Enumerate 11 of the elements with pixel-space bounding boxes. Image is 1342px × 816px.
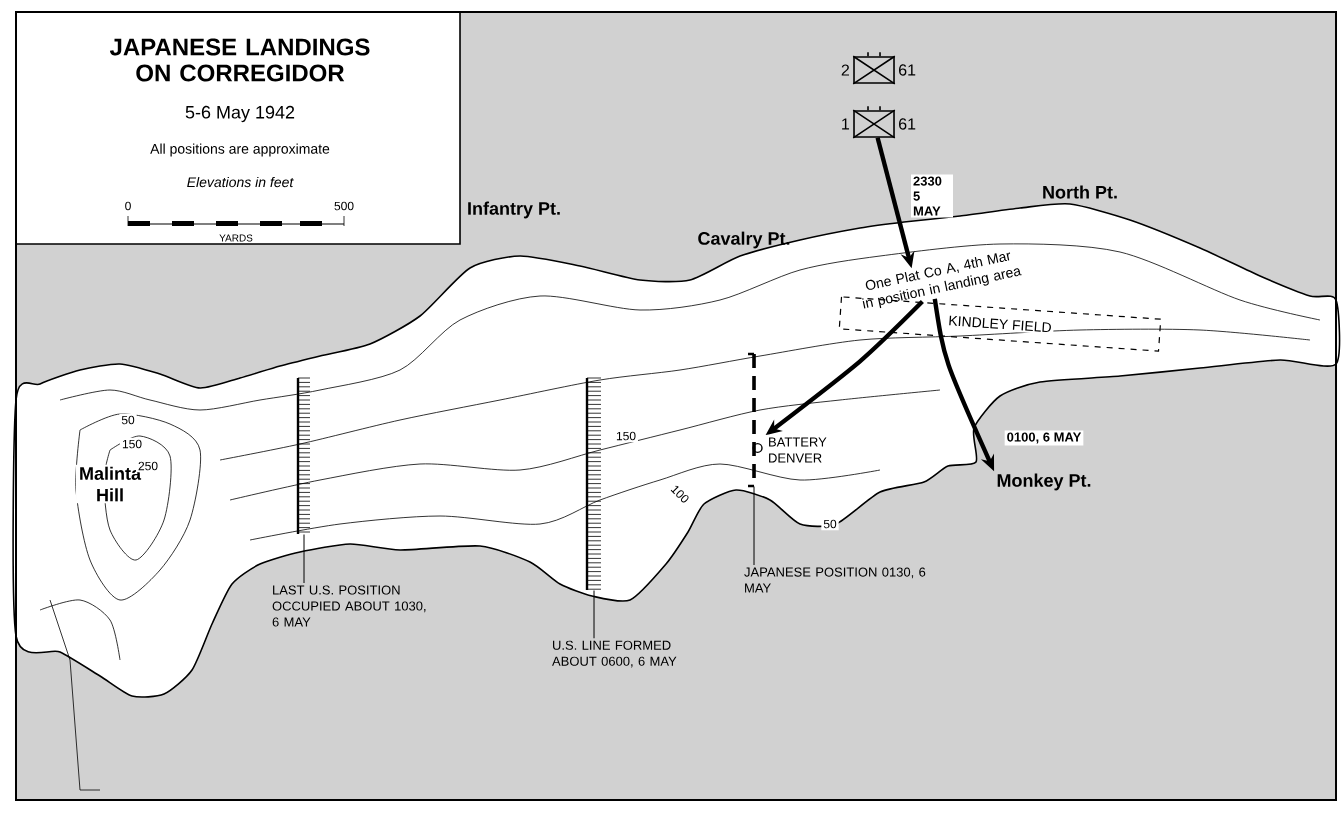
place-label: Infantry Pt. [468, 201, 560, 219]
place-label: Cavalry Pt. [698, 231, 790, 249]
leader-line [753, 485, 755, 566]
hatched-line [585, 377, 602, 590]
map-note: 5-6 May 1942 [185, 105, 295, 123]
leader-line [593, 589, 595, 639]
place-label: Monkey Pt. [997, 473, 1091, 491]
leader-line [303, 533, 305, 584]
hatched-line [296, 377, 311, 534]
dashed-line [746, 352, 756, 488]
place-label: North Pt. [1043, 185, 1117, 199]
